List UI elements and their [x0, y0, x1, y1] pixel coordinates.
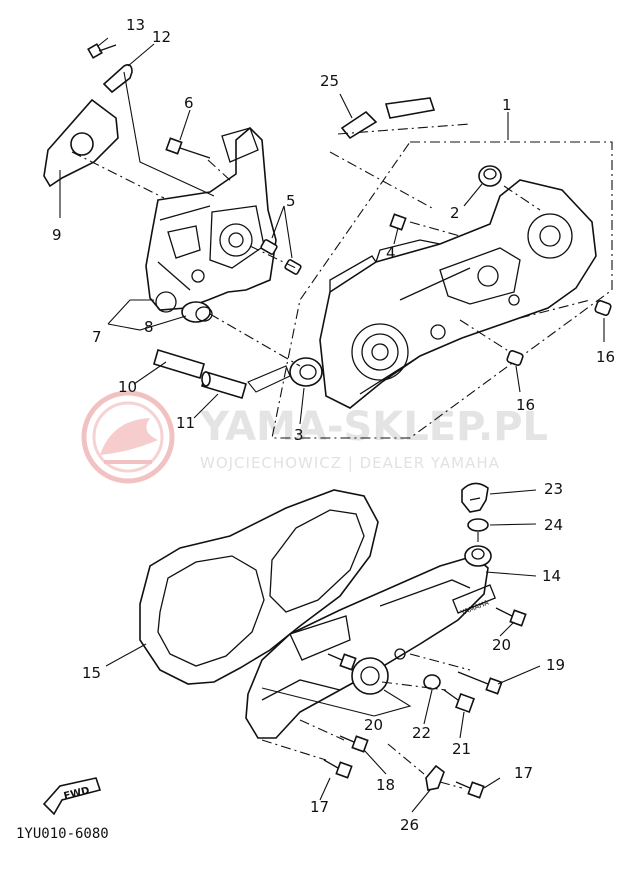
leader-lines-upper [59, 37, 605, 425]
callout-10: 10 [118, 378, 137, 396]
callout-19: 19 [546, 656, 565, 674]
right-crankcase [319, 179, 597, 409]
bolt-6 [165, 137, 211, 159]
pipe-11 [201, 371, 247, 399]
callout-16a: 16 [596, 348, 615, 366]
callout-5: 5 [286, 192, 296, 210]
bearing-8 [181, 301, 213, 323]
callout-24: 24 [544, 516, 563, 534]
callout-9: 9 [52, 226, 62, 244]
callout-17b: 17 [514, 764, 533, 782]
callout-26: 26 [400, 816, 419, 834]
bearing-3 [289, 357, 323, 387]
washer-22 [423, 674, 441, 690]
plug-16b [506, 350, 524, 366]
crankcase-cover-14: YAMAHA [245, 545, 497, 739]
callout-16b: 16 [516, 396, 535, 414]
clip-12 [102, 64, 133, 94]
callout-15: 15 [82, 664, 101, 682]
clip-26 [425, 764, 445, 791]
alignment-lines-upper [71, 123, 591, 367]
diagram-code: 1YU010-6080 [16, 826, 109, 842]
callout-3: 3 [294, 426, 304, 444]
callout-7: 7 [92, 328, 102, 346]
callout-13: 13 [126, 16, 145, 34]
callout-20b: 20 [364, 716, 383, 734]
callout-14: 14 [542, 567, 561, 585]
callout-6: 6 [184, 94, 194, 112]
bolt-18 [339, 735, 369, 753]
watermark-logo [81, 390, 175, 484]
callout-21: 21 [452, 740, 471, 758]
callout-20a: 20 [492, 636, 511, 654]
watermark: YAMA-SKLEP.PL WOJCIECHOWICZ | DEALER YAM… [81, 390, 548, 484]
watermark-brand: YAMA-SKLEP.PL [199, 404, 548, 450]
callout-23: 23 [544, 480, 563, 498]
pipe-10 [153, 348, 205, 380]
callout-18: 18 [376, 776, 395, 794]
callout-8: 8 [144, 318, 154, 336]
callout-17a: 17 [310, 798, 329, 816]
damper-2 [478, 165, 502, 187]
gasket-15 [139, 489, 379, 685]
assy-1-boundary [271, 141, 613, 439]
callouts: 13 12 6 9 5 7 8 10 11 3 25 1 2 4 16 16 2… [52, 16, 615, 834]
dowel-5a [260, 239, 278, 255]
bolt-17b [455, 781, 485, 799]
hose-25 [340, 97, 436, 140]
callout-11: 11 [176, 414, 195, 432]
alignment-lines-lower [261, 532, 479, 789]
bolt-19 [457, 671, 503, 695]
fwd-arrow: FWD [42, 777, 102, 816]
bolt-20a [495, 607, 527, 627]
oil-cap-23 [461, 482, 489, 513]
bolt-17a [323, 759, 353, 779]
plug-16a [594, 300, 612, 316]
bolt-4 [389, 213, 407, 231]
watermark-dealer: WOJCIECHOWICZ | DEALER YAMAHA [200, 454, 500, 472]
callout-1: 1 [502, 96, 512, 114]
bolt-13 [87, 43, 117, 59]
callout-22: 22 [412, 724, 431, 742]
callout-12: 12 [152, 28, 171, 46]
bolt-21 [443, 689, 475, 713]
o-ring-24 [467, 518, 489, 532]
left-crankcase [145, 126, 277, 313]
callout-2: 2 [450, 204, 460, 222]
callout-4: 4 [386, 244, 396, 262]
callout-25: 25 [320, 72, 339, 90]
leader-lines-lower [105, 489, 541, 813]
bolt-20b [327, 653, 357, 671]
